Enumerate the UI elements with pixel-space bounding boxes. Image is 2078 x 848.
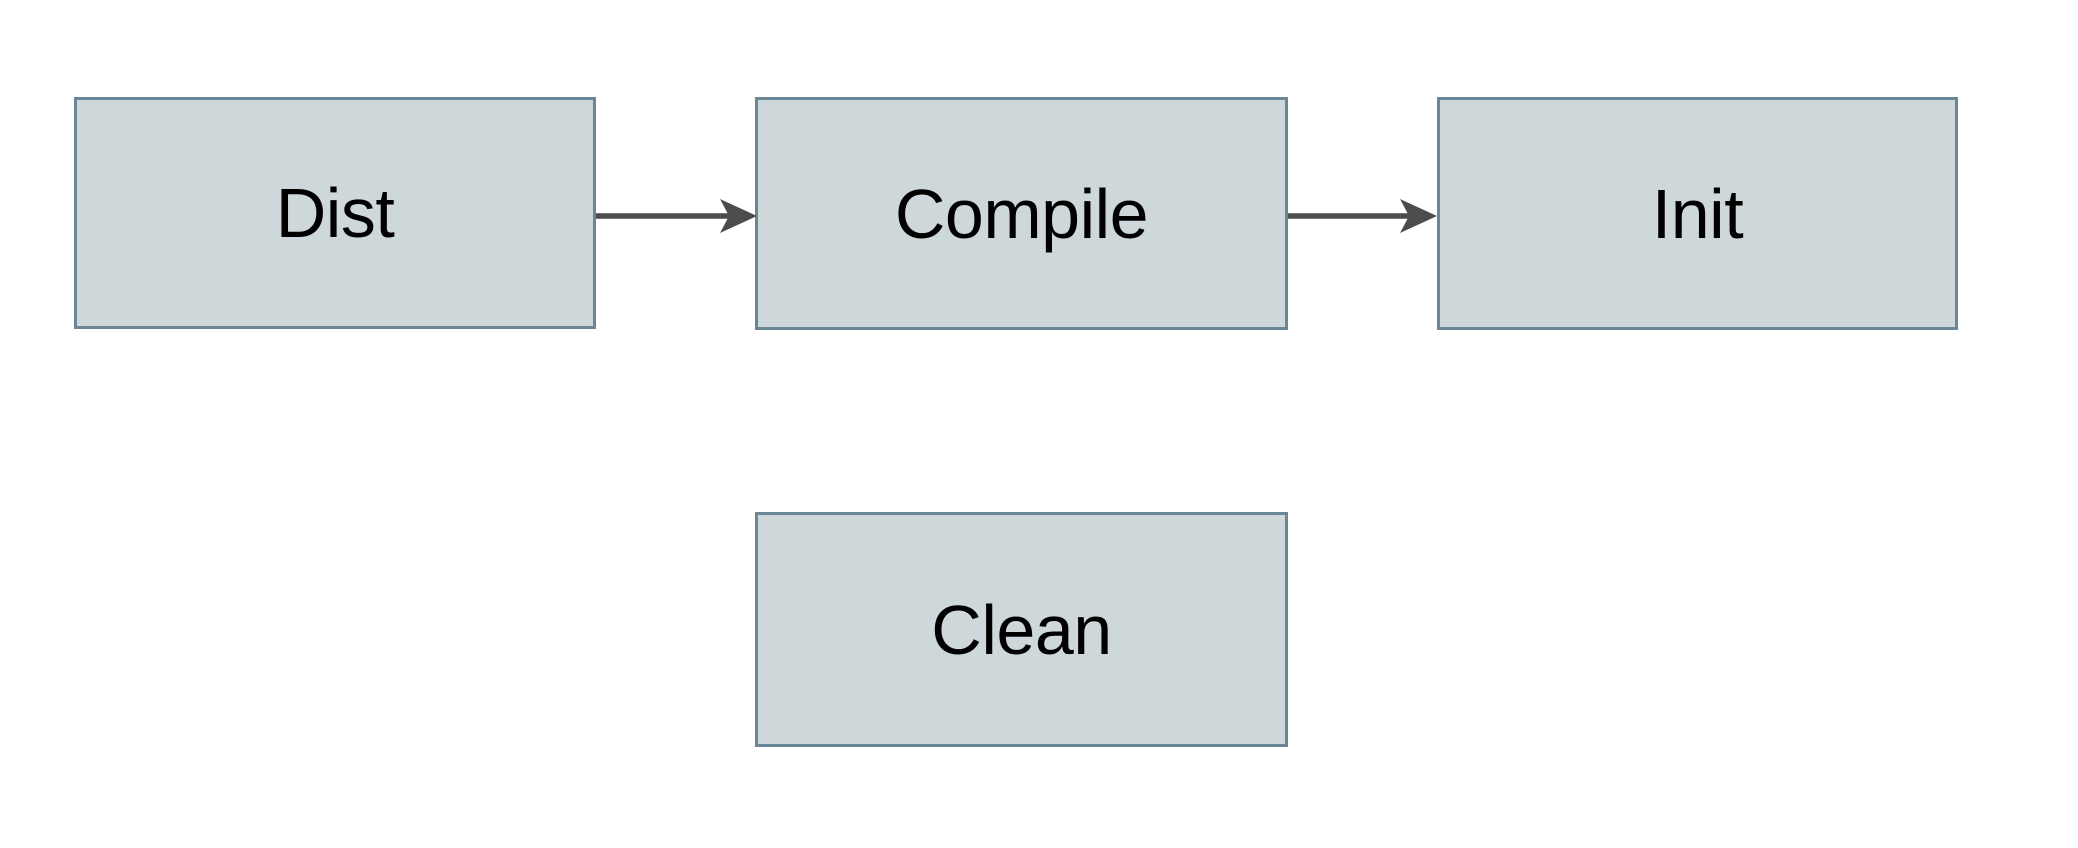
node-init[interactable]: Init	[1437, 97, 1958, 330]
node-clean[interactable]: Clean	[755, 512, 1288, 747]
edge-dist-to-compile[interactable]	[590, 180, 765, 252]
node-compile-label: Compile	[894, 174, 1149, 253]
node-clean-label: Clean	[931, 590, 1112, 669]
edge-compile-to-init[interactable]	[1282, 180, 1444, 252]
node-dist[interactable]: Dist	[74, 97, 596, 329]
node-compile[interactable]: Compile	[755, 97, 1288, 330]
node-dist-label: Dist	[275, 174, 395, 252]
node-init-label: Init	[1651, 174, 1744, 253]
arrowhead-icon	[720, 199, 757, 233]
arrowhead-icon	[1400, 199, 1437, 233]
